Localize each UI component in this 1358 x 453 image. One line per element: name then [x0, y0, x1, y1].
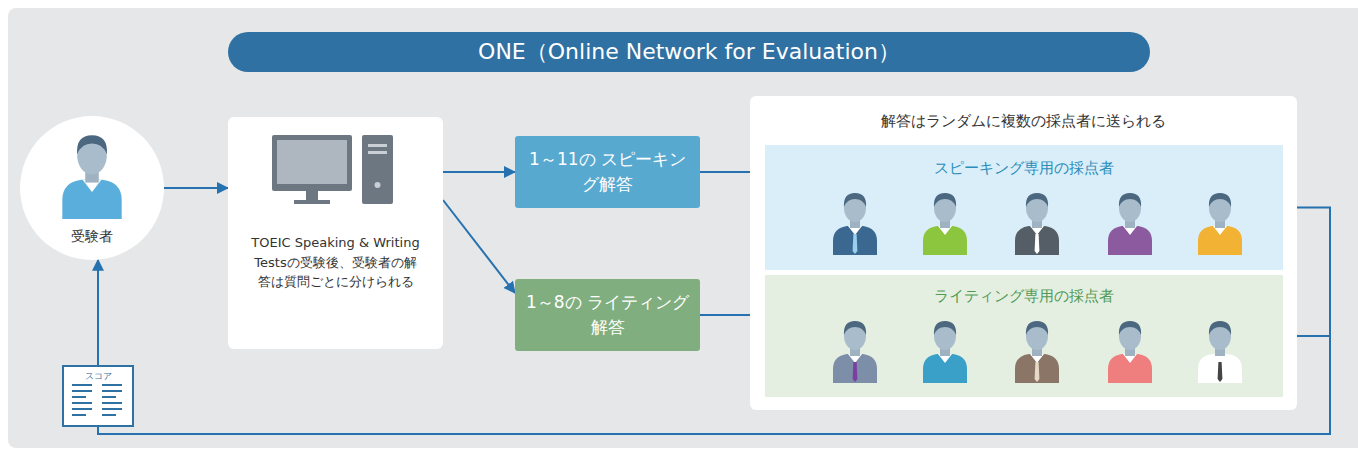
pc-button — [375, 182, 381, 188]
person-body — [833, 226, 877, 255]
person-head — [1119, 194, 1141, 222]
connector — [97, 260, 99, 365]
node-text: ライティング専用の採点者 — [934, 287, 1114, 306]
node-text: スコア — [85, 370, 112, 383]
person-icon — [1108, 321, 1152, 383]
node-text: 受験者 — [71, 228, 113, 246]
person-hair — [1209, 321, 1231, 335]
person-head — [934, 322, 956, 350]
person-icon — [1198, 193, 1242, 255]
monitor-stand — [306, 191, 318, 200]
person-head — [1209, 194, 1231, 222]
person-body — [1015, 226, 1059, 255]
writing-answer-box: 1～8の ライティング解答 — [515, 279, 700, 351]
score-line — [72, 390, 92, 392]
person-body — [1108, 354, 1152, 383]
person-icon — [1108, 193, 1152, 255]
monitor-screen — [277, 140, 347, 184]
score-line — [102, 402, 122, 404]
illustration — [228, 117, 443, 227]
person-body — [1108, 226, 1152, 255]
score-line — [102, 414, 116, 416]
node-text: TOEIC Speaking & Writing Testsの受験後、受験者の解… — [250, 233, 422, 292]
person-icon — [62, 135, 121, 219]
writing-rater-band: ライティング専用の採点者 — [765, 275, 1283, 397]
person-icon — [833, 321, 877, 383]
person-hair — [934, 321, 956, 335]
monitor-foot — [294, 200, 330, 204]
person-hair — [934, 193, 956, 207]
process-box: TOEIC Speaking & Writing Testsの受験後、受験者の解… — [228, 117, 443, 349]
pc-slot — [368, 151, 387, 154]
node-text: 解答はランダムに複数の採点者に送られる — [881, 112, 1166, 131]
score-line — [72, 408, 92, 410]
score-line — [72, 396, 86, 398]
person-head — [1209, 322, 1231, 350]
person-body — [1198, 226, 1242, 255]
person-hair — [844, 193, 866, 207]
speaking-rater-band: スピーキング専用の採点者 — [765, 145, 1283, 270]
person-hair — [1026, 321, 1048, 335]
score-line — [72, 384, 92, 386]
person-head — [1119, 322, 1141, 350]
person-body — [1015, 354, 1059, 383]
score-line — [72, 414, 86, 416]
person-tie — [853, 234, 858, 254]
person-head — [1026, 194, 1048, 222]
score-line — [102, 384, 122, 386]
person-tie — [1218, 362, 1223, 382]
title-pill: ONE（Online Network for Evaluation） — [228, 32, 1150, 72]
person-tie — [1035, 362, 1040, 382]
person-icon — [1198, 321, 1242, 383]
person-icon — [923, 193, 967, 255]
person-icon — [1015, 321, 1059, 383]
person-icon — [923, 321, 967, 383]
score-line — [102, 396, 116, 398]
person-tie — [1035, 234, 1040, 254]
person-icon — [833, 193, 877, 255]
node-text: 1～8の ライティング解答 — [525, 290, 690, 339]
examinee-circle: 受験者 — [20, 116, 164, 260]
connector — [443, 200, 515, 293]
person-head — [844, 194, 866, 222]
person-hair — [1209, 193, 1231, 207]
connector — [443, 171, 515, 173]
score-line — [102, 408, 122, 410]
person-hair — [1026, 193, 1048, 207]
person-body — [1198, 354, 1242, 383]
person-head — [934, 194, 956, 222]
node-text: スピーキング専用の採点者 — [934, 159, 1114, 178]
person-icon — [1015, 193, 1059, 255]
score-line — [102, 390, 122, 392]
rater-panel: 解答はランダムに複数の採点者に送られるスピーキング専用の採点者ライティング専用の… — [750, 96, 1297, 410]
person-hair — [77, 135, 107, 154]
person-body — [923, 226, 967, 255]
speaking-answer-box: 1～11の スピーキング解答 — [515, 136, 700, 208]
pc-tower — [362, 135, 393, 204]
node-text: 1～11の スピーキング解答 — [525, 147, 690, 196]
person-hair — [1119, 321, 1141, 335]
person-body — [62, 180, 121, 219]
person-body — [833, 354, 877, 383]
person-body — [923, 354, 967, 383]
monitor — [272, 135, 352, 191]
score-sheet: スコア — [62, 365, 134, 427]
person-head — [1026, 322, 1048, 350]
connector — [164, 187, 228, 189]
person-hair — [844, 321, 866, 335]
pc-slot — [368, 144, 387, 147]
person-hair — [1119, 193, 1141, 207]
score-line — [72, 402, 92, 404]
person-tie — [853, 362, 858, 382]
person-head — [844, 322, 866, 350]
